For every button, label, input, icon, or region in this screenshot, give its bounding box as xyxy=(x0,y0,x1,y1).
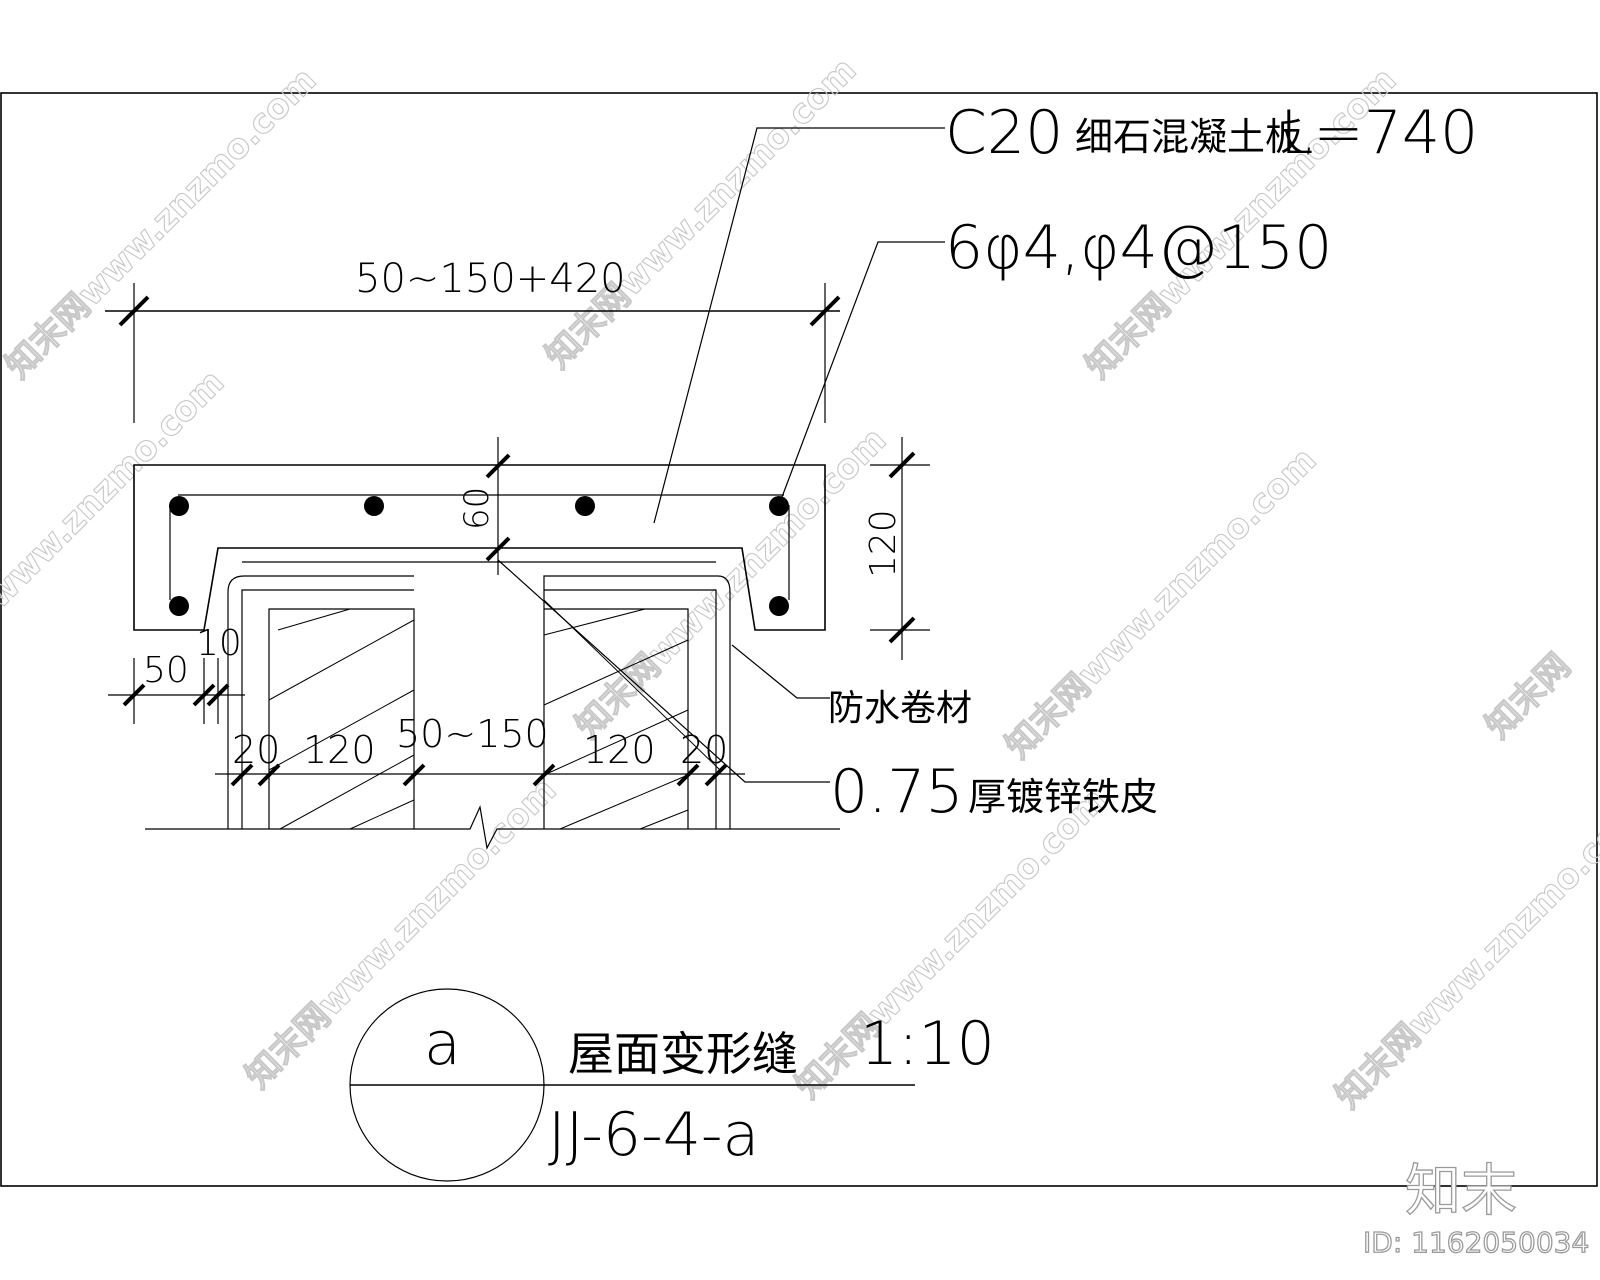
svg-text:50~150: 50~150 xyxy=(396,712,549,756)
detail-reference: JJ-6-4-a xyxy=(548,1100,759,1170)
svg-text:知末网www.znzmo.com: 知末网www.znzmo.com xyxy=(1328,790,1600,1116)
svg-text:厚镀锌铁皮: 厚镀锌铁皮 xyxy=(968,775,1158,819)
leader-flashing: 0.75 厚镀锌铁皮 xyxy=(497,559,1158,827)
svg-text:120: 120 xyxy=(863,509,904,578)
leader-membrane: 防水卷材 xyxy=(731,644,972,729)
drawing-frame xyxy=(0,92,1598,1187)
rebar-group xyxy=(169,494,790,616)
svg-text:知末网www.znzmo.com: 知末网www.znzmo.com xyxy=(538,50,864,376)
overall-dimension: 50~150+420 xyxy=(105,256,841,423)
dim-overall-width: 50~150+420 xyxy=(355,256,626,302)
svg-text:知末网www.znzmo.com: 知末网www.znzmo.com xyxy=(238,770,564,1096)
svg-text:20: 20 xyxy=(232,728,280,772)
watermark-layer: 知末网www.znzmo.com 知末网www.znzmo.com 知末网www… xyxy=(0,50,1600,1117)
svg-text:细石混凝土板,: 细石混凝土板, xyxy=(1075,115,1315,159)
detail-symbol: a xyxy=(424,1009,461,1079)
asset-id: ID: 1162050034 xyxy=(1363,1226,1589,1259)
ground-line xyxy=(145,804,840,850)
svg-text:C20: C20 xyxy=(945,98,1063,168)
left-wall xyxy=(241,589,415,830)
detail-title: a 屋面变形缝 1:10 JJ-6-4-a xyxy=(349,988,995,1182)
concrete-slab xyxy=(133,464,826,631)
slab-thickness-dimension: 120 xyxy=(863,437,930,660)
svg-text:120: 120 xyxy=(583,728,656,772)
svg-text:知末网www.znzmo.com: 知末网www.znzmo.com xyxy=(998,440,1324,766)
detail-title-text: 屋面变形缝 xyxy=(568,1027,798,1081)
brand-logo: 知末 xyxy=(1405,1159,1517,1224)
svg-text:0.75: 0.75 xyxy=(830,757,964,827)
wall-dimensions: 20 120 50~150 120 20 xyxy=(215,712,745,787)
flashing-left xyxy=(227,575,414,829)
svg-text:防水卷材: 防水卷材 xyxy=(828,688,972,729)
right-wall xyxy=(543,589,721,830)
svg-text:50: 50 xyxy=(143,650,189,691)
leader-slab: C20 细石混凝土板, L=740 xyxy=(653,98,1478,524)
brand-watermark: 知末 ID: 1162050034 xyxy=(1362,1158,1590,1259)
svg-text:www.znzmo.com: www.znzmo.com xyxy=(0,362,232,616)
left-small-dimensions: 50 10 xyxy=(108,623,245,724)
svg-text:6φ4,φ4@150: 6φ4,φ4@150 xyxy=(945,213,1332,283)
svg-text:120: 120 xyxy=(303,728,376,772)
flashing-right xyxy=(543,575,731,829)
svg-text:60: 60 xyxy=(457,487,497,530)
svg-text:10: 10 xyxy=(196,623,242,664)
svg-text:知末网www.znzmo.com: 知末网www.znzmo.com xyxy=(0,60,324,386)
svg-text:L=740: L=740 xyxy=(1280,98,1478,168)
detail-scale: 1:10 xyxy=(860,1009,995,1079)
svg-text:20: 20 xyxy=(680,728,728,772)
svg-text:知末网: 知末网 xyxy=(1478,646,1578,746)
cover-dimension: 60 xyxy=(457,437,511,575)
leader-rebar: 6φ4,φ4@150 xyxy=(781,213,1332,498)
